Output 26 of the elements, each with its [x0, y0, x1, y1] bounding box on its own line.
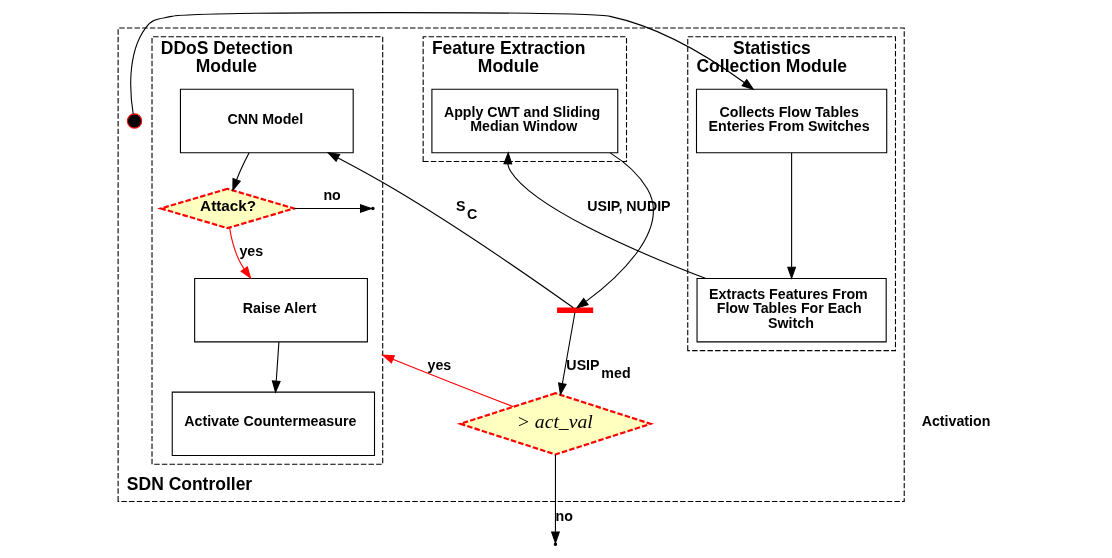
- edge-label: no: [555, 507, 573, 524]
- node-circle: [126, 113, 143, 129]
- arrow: [293, 203, 374, 214]
- arrow: [575, 152, 654, 309]
- arrow: [130, 12, 755, 115]
- arrow: [557, 311, 576, 397]
- node-box: Extracts Features From Flow Tables For Each Switch: [696, 277, 887, 343]
- node-box: Raise Alert: [194, 277, 368, 343]
- node-box: Activate Countermeasure: [171, 391, 376, 457]
- arrow: [381, 354, 514, 408]
- node-box: Apply CWT and Sliding Median Window: [431, 88, 619, 154]
- edge-label: yes: [239, 242, 264, 259]
- node-box: Collects Flow Tables Enteries From Switches: [695, 88, 888, 154]
- arrow: [271, 341, 281, 394]
- edge-label: yes: [427, 356, 452, 373]
- arrow: [229, 227, 252, 280]
- arrow: [326, 152, 574, 309]
- node-bar: [557, 307, 594, 313]
- arrow: [787, 152, 797, 280]
- node-box: CNN Model: [179, 88, 354, 154]
- label: Activation: [921, 413, 991, 430]
- arrow: [503, 151, 706, 279]
- arrow: [232, 152, 250, 192]
- edge-label: no: [323, 187, 341, 204]
- node-diamond: > act_val: [456, 392, 655, 456]
- node-diamond: Attack?: [157, 187, 298, 230]
